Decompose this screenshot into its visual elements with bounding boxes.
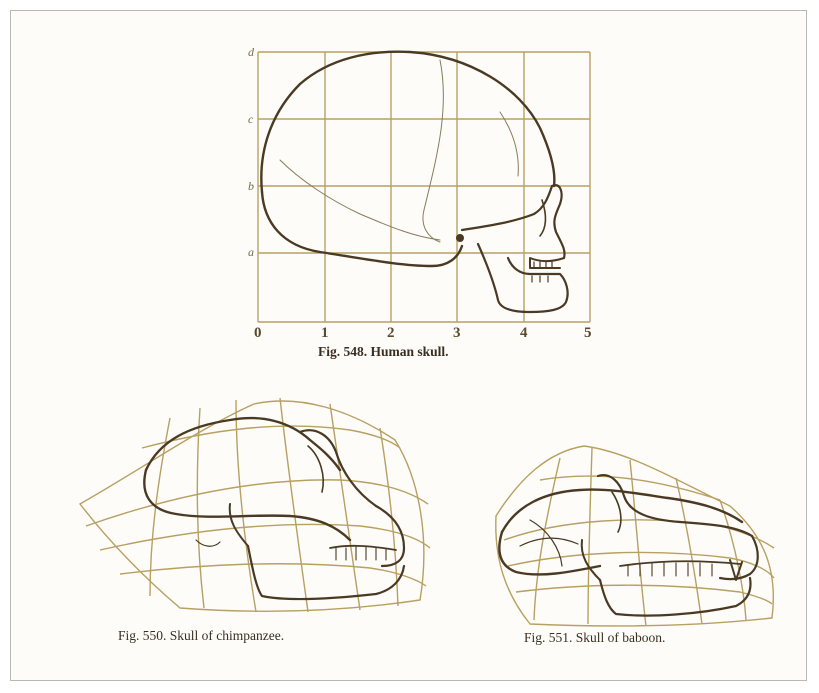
x-tick-label-1: 1	[321, 326, 329, 341]
y-tick-label-a: a	[248, 246, 254, 258]
x-tick-label-5: 5	[584, 326, 592, 341]
caption-fig551: Fig. 551. Skull of baboon.	[524, 630, 665, 646]
fig551-grid	[496, 446, 774, 626]
y-tick-label-c: c	[248, 113, 253, 125]
chimpanzee-skull-outline	[144, 418, 404, 599]
caption-fig548: Fig. 548. Human skull.	[318, 344, 449, 360]
y-tick-label-b: b	[248, 180, 254, 192]
x-tick-label-0: 0	[254, 326, 262, 341]
human-skull-outline	[261, 52, 567, 312]
x-tick-label-3: 3	[453, 326, 461, 341]
y-tick-label-d: d	[248, 46, 254, 58]
baboon-skull-outline	[499, 475, 757, 615]
x-tick-label-4: 4	[520, 326, 528, 341]
caption-fig550: Fig. 550. Skull of chimpanzee.	[118, 628, 284, 644]
x-tick-label-2: 2	[387, 326, 395, 341]
